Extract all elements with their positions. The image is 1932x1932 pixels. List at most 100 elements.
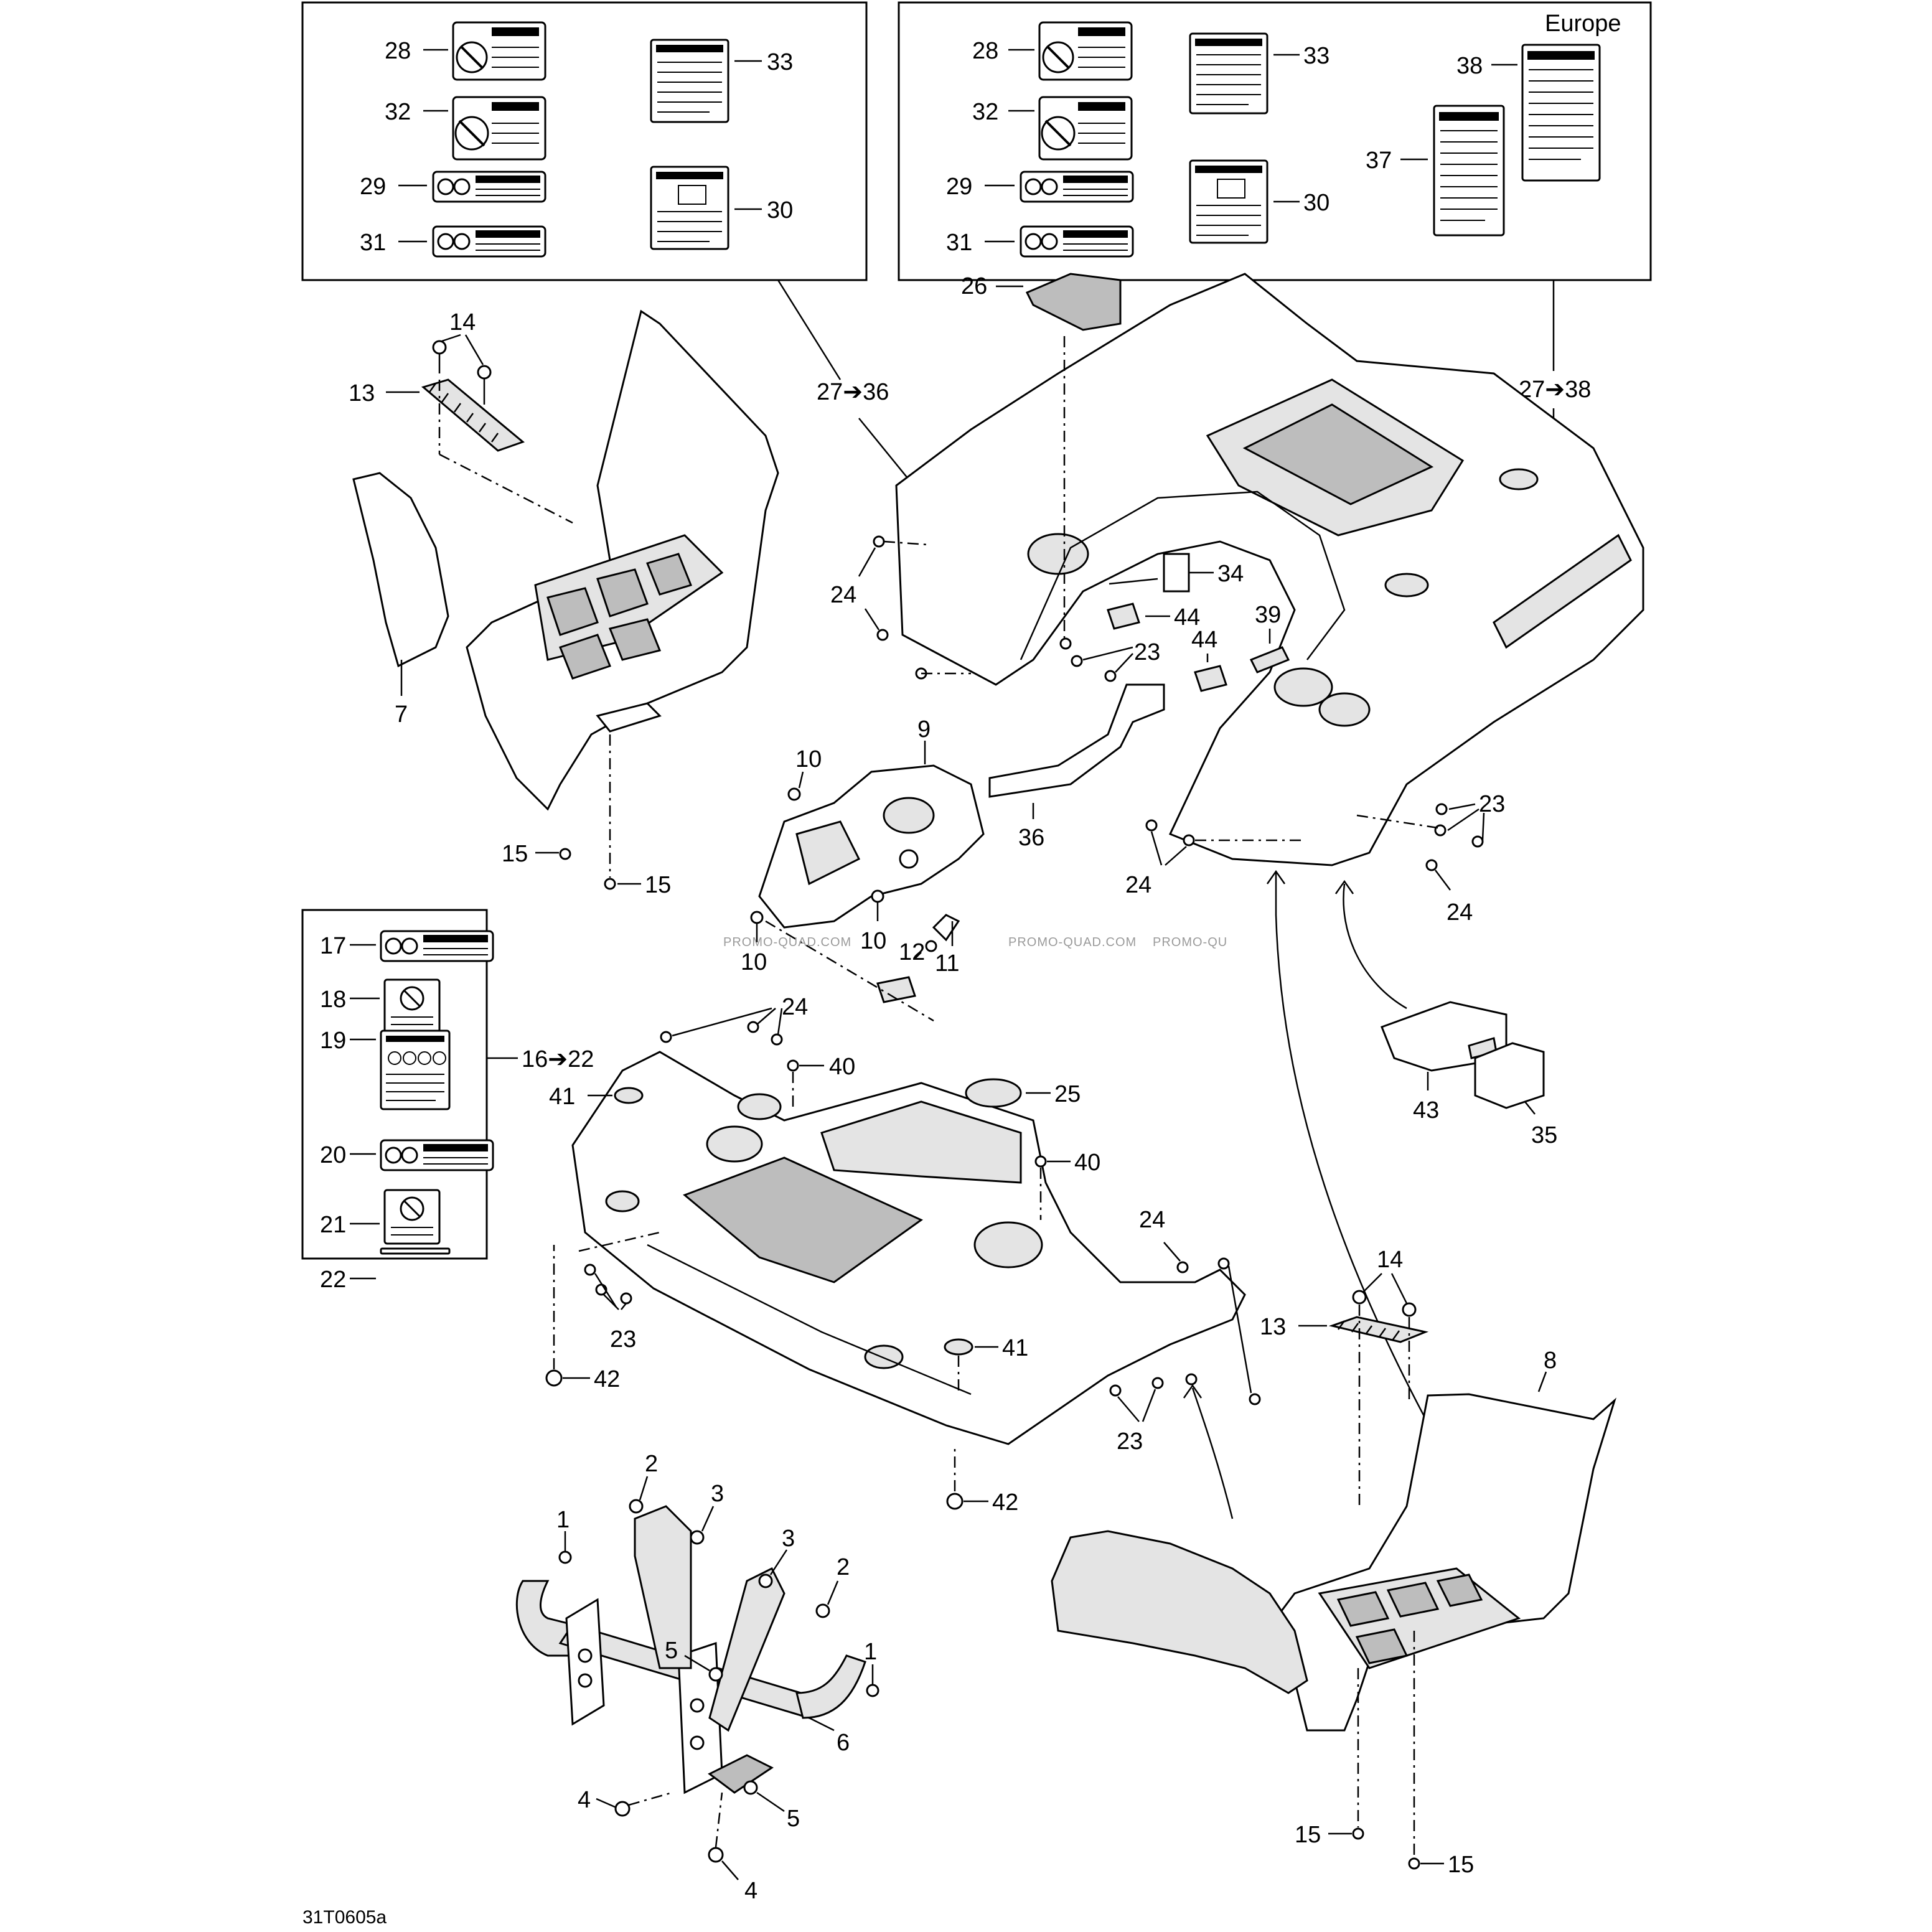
decal-kit-box-standard: 28 32 29 [301,1,868,281]
nut-3-b[interactable] [758,1573,773,1588]
decal-29[interactable] [432,171,546,203]
nut-23-front-d[interactable] [1109,1384,1122,1397]
decal-21[interactable] [383,1189,441,1245]
screw-15-right-b[interactable] [1408,1857,1420,1870]
nut-1-a[interactable] [558,1550,572,1564]
decal-29-eu[interactable] [1020,171,1134,203]
screw-24-rear-a[interactable] [873,535,885,548]
callout-30: 30 [767,197,793,223]
decal-30[interactable] [650,166,729,250]
decal-30-eu[interactable] [1189,159,1268,244]
screw-14-right-b[interactable] [1402,1302,1417,1317]
bolt-4-a[interactable] [614,1801,631,1817]
decal-18[interactable] [383,978,441,1034]
left-fender-footrest-7[interactable] [352,309,779,811]
decal-20[interactable] [380,1139,494,1171]
decal-32-eu[interactable] [1038,96,1133,161]
callout-11: 11 [935,950,959,977]
screw-24-rear-d[interactable] [1145,819,1158,832]
nut-23-rear-d[interactable] [1435,803,1448,815]
nut-23-rear-f[interactable] [1471,835,1484,848]
screw-15-right-a[interactable] [1352,1827,1364,1840]
screw-40-b[interactable] [1034,1155,1047,1168]
nut-1-b[interactable] [866,1684,879,1697]
grommet-41-b[interactable] [944,1338,973,1356]
decal-28[interactable] [452,21,546,81]
seat-pad-26[interactable] [1025,273,1122,331]
nut-23-front-e[interactable] [1151,1377,1164,1389]
screw-14-right-a[interactable] [1352,1290,1367,1305]
nut-5-a[interactable] [708,1667,723,1682]
foot-bracket-13-right[interactable] [1328,1316,1429,1343]
nut-23-front-c[interactable] [620,1292,632,1305]
pad-44-b[interactable] [1194,665,1227,692]
foot-bracket-13[interactable] [421,378,525,452]
right-fender-footrest-8[interactable] [1051,1393,1617,1732]
decal-17[interactable] [380,930,494,962]
screw-24-front-c[interactable] [771,1033,783,1046]
decal-38[interactable] [1521,44,1601,182]
decal-22[interactable] [380,1247,451,1255]
screw-42-a[interactable] [545,1369,563,1387]
nut-3-a[interactable] [690,1530,705,1545]
screw-24-rear-b[interactable] [876,629,889,641]
screw-24-rear-e[interactable] [1183,834,1195,846]
nut-23-front-f[interactable] [1185,1373,1198,1386]
grommet-41-a[interactable] [614,1087,644,1104]
screw-10-a[interactable] [787,787,801,801]
nut-23-rear-a[interactable] [1059,637,1072,650]
screw-15-left-b[interactable] [604,878,616,890]
decal-28-eu[interactable] [1038,21,1133,81]
decal-31[interactable] [432,225,546,258]
bolt-2-a[interactable] [629,1499,644,1514]
callout-41-b: 41 [1002,1335,1028,1361]
nut-23-rear-c[interactable] [1104,670,1117,682]
mounting-bracket-9[interactable] [758,764,985,929]
screw-12[interactable] [925,940,937,952]
callout-13-right: 13 [1260,1314,1286,1340]
screw-24-front-a[interactable] [660,1031,672,1043]
screw-40-a[interactable] [787,1059,799,1072]
decal-31-eu[interactable] [1020,225,1134,258]
callout-31-eu: 31 [946,230,972,256]
decal-37[interactable] [1433,105,1505,237]
bolt-2-b[interactable] [815,1603,830,1618]
callout-10-b: 10 [860,928,886,954]
decal-kit-box-europe: Europe 28 32 [898,1,1652,281]
storage-tray-43[interactable] [1381,1001,1508,1072]
screw-24-front-f[interactable] [1249,1393,1261,1405]
cap-25[interactable] [965,1078,1022,1108]
clip-11[interactable] [932,914,960,942]
decal-32[interactable] [452,96,546,161]
screw-42-b[interactable] [946,1493,964,1510]
callout-2-a: 2 [645,1451,658,1477]
screw-24-front-b[interactable] [747,1021,759,1033]
screw-24-front-d[interactable] [1176,1261,1189,1273]
nut-23-rear-b[interactable] [1071,655,1083,667]
decal-33-eu[interactable] [1189,32,1268,115]
nut-23-rear-e[interactable] [1434,824,1447,837]
nut-5-b[interactable] [743,1780,758,1795]
front-bumper-6[interactable] [515,1505,866,1794]
screw-15-left-a[interactable] [559,848,571,860]
screw-14-b[interactable] [477,365,492,405]
callout-23-rear-r: 23 [1479,791,1505,817]
pad-39[interactable] [1249,646,1290,673]
bolt-4-b[interactable] [708,1847,724,1863]
screw-24-front-e[interactable] [1217,1257,1230,1270]
screw-10-c[interactable] [750,911,764,924]
screw-10-b[interactable] [871,889,884,903]
tray-insert-35[interactable] [1474,1042,1545,1109]
nut-23-front-a[interactable] [584,1264,596,1276]
rear-body-panel[interactable] [895,273,1644,866]
callout-27-38: 27➔38 [1519,377,1591,403]
front-body-panel[interactable] [571,1051,1246,1445]
reflector-36[interactable] [988,683,1165,798]
pad-44-a[interactable] [1107,603,1140,630]
connector-12[interactable] [876,976,916,1003]
patch-34[interactable] [1163,553,1190,593]
screw-24-rear-f[interactable] [1425,859,1438,871]
decal-33[interactable] [650,39,729,123]
screw-14-a[interactable] [432,340,447,373]
decal-19[interactable] [380,1029,451,1110]
